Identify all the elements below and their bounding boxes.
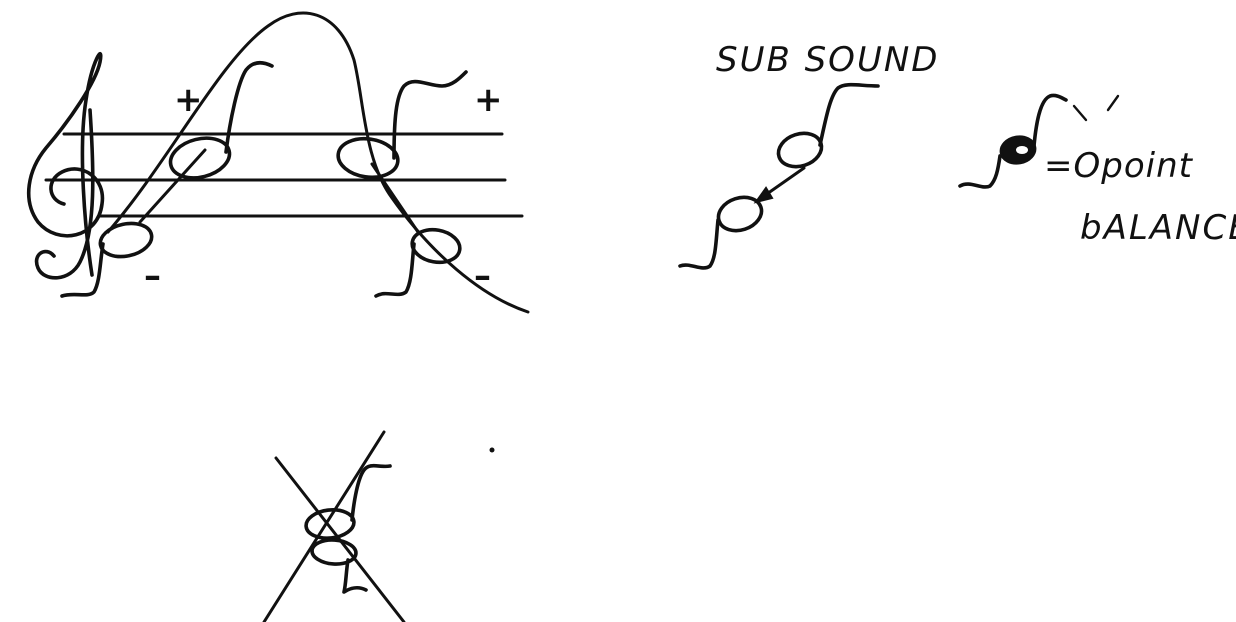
crossed-note-figure	[264, 432, 495, 622]
staff-figure	[29, 13, 528, 312]
arrow-line	[764, 168, 804, 196]
sub-sound-label: SUB SOUND	[716, 40, 939, 80]
note-stem-sub-upper	[820, 85, 878, 145]
minus-sign-left: –	[144, 256, 161, 296]
note-head-lower-right	[410, 226, 463, 266]
cross-line-b	[264, 432, 384, 622]
note-stem-upper-right	[394, 72, 466, 158]
diagonal-line-right	[372, 164, 418, 232]
zero-point-label: =Opoint	[1044, 146, 1193, 186]
diagonal-line-left	[140, 150, 205, 222]
note-stem-crossed-lower	[344, 560, 366, 592]
plus-sign-right: +	[474, 80, 503, 120]
note-stem-upper-left	[226, 63, 272, 152]
arrow-head-icon	[756, 188, 772, 202]
treble-clef-icon	[29, 54, 103, 278]
note-head-sub-upper	[774, 128, 826, 172]
note-head-filled-highlight	[1016, 146, 1028, 154]
note-flag-zero	[1034, 95, 1066, 146]
sub-sound-figure	[680, 85, 878, 268]
note-stem-zero	[960, 156, 1000, 187]
note-stem-sub-lower	[680, 220, 718, 268]
minus-sign-right: –	[474, 256, 491, 296]
note-head-lower-left	[97, 219, 155, 261]
ink-dot	[490, 448, 495, 453]
note-head-crossed-upper	[305, 508, 356, 541]
balance-label: bALANCE	[1080, 208, 1236, 248]
spark-mark-left	[1074, 106, 1086, 120]
plus-sign-left: +	[174, 80, 203, 120]
note-stem-lower-right	[376, 244, 414, 296]
spark-mark-right	[1108, 96, 1118, 110]
